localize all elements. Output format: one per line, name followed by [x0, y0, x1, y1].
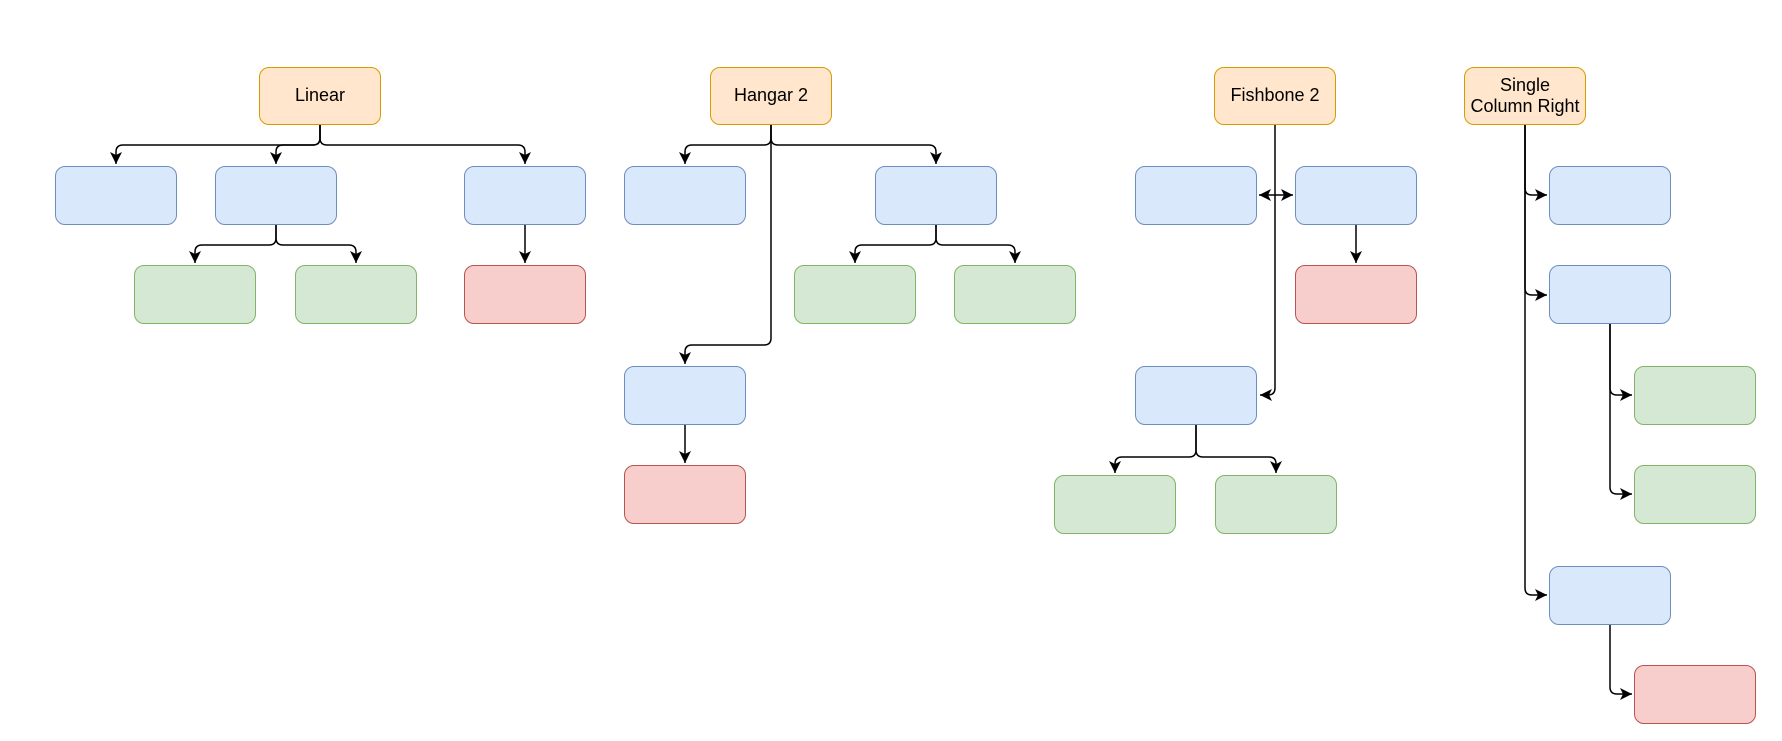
single-column-right-blue-node-3 [1549, 566, 1671, 625]
hangar2-root-node: Hangar 2 [710, 67, 832, 125]
edge-hangar2-blue2-green2 [935, 225, 1021, 263]
single-column-right-root-label: Single Column Right [1470, 74, 1580, 116]
fishbone2-green-node-1 [1054, 475, 1176, 534]
single-column-right-root-node: Single Column Right [1464, 67, 1586, 125]
edge-scr-blue2-green1 [1609, 324, 1632, 401]
hangar2-green-node-2 [954, 265, 1076, 324]
fishbone2-blue-node-1 [1135, 166, 1257, 225]
linear-blue-node-3 [464, 166, 586, 225]
edge-scr-root-blue2 [1524, 125, 1547, 301]
edge-scr-blue2-green2 [1609, 324, 1632, 500]
edge-scr-blue3-red [1609, 625, 1632, 700]
edge-scr-root-blue3 [1524, 125, 1547, 601]
hangar2-green-node-1 [794, 265, 916, 324]
edge-linear-root-blue2 [270, 125, 321, 164]
linear-root-label: Linear [294, 85, 346, 106]
hangar2-blue-node-2 [875, 166, 997, 225]
linear-red-node [464, 265, 586, 324]
edge-hangar2-root-blue2 [770, 125, 942, 164]
linear-root-node: Linear [259, 67, 381, 125]
edge-fishbone2-bluelow-green1 [1109, 425, 1197, 473]
hangar2-root-label: Hangar 2 [733, 85, 809, 106]
edge-fishbone2-root-bluelow [1260, 125, 1276, 401]
edge-hangar2-root-blue1 [679, 125, 772, 164]
single-column-right-red-node [1634, 665, 1756, 724]
edge-hangar2-root-blue3 [679, 125, 772, 364]
fishbone2-blue-node-3 [1135, 366, 1257, 425]
fishbone2-root-node: Fishbone 2 [1214, 67, 1336, 125]
linear-green-node-2 [295, 265, 417, 324]
single-column-right-green-node-1 [1634, 366, 1756, 425]
edge-linear-blue2-green2 [275, 225, 362, 263]
edge-linear-root-blue3 [319, 125, 531, 164]
hangar2-red-node [624, 465, 746, 524]
single-column-right-blue-node-1 [1549, 166, 1671, 225]
fishbone2-root-label: Fishbone 2 [1230, 85, 1320, 106]
edge-hangar2-blue2-green1 [849, 225, 937, 263]
edge-fishbone2-bluelow-green2 [1195, 425, 1282, 473]
edge-linear-blue2-green1 [189, 225, 277, 263]
hangar2-blue-node-1 [624, 166, 746, 225]
hangar2-blue-node-3 [624, 366, 746, 425]
linear-blue-node-1 [55, 166, 177, 225]
single-column-right-blue-node-2 [1549, 265, 1671, 324]
linear-blue-node-2 [215, 166, 337, 225]
edge-scr-root-blue1 [1524, 125, 1547, 201]
single-column-right-green-node-2 [1634, 465, 1756, 524]
fishbone2-green-node-2 [1215, 475, 1337, 534]
fishbone2-red-node [1295, 265, 1417, 324]
linear-green-node-1 [134, 265, 256, 324]
fishbone2-blue-node-2 [1295, 166, 1417, 225]
